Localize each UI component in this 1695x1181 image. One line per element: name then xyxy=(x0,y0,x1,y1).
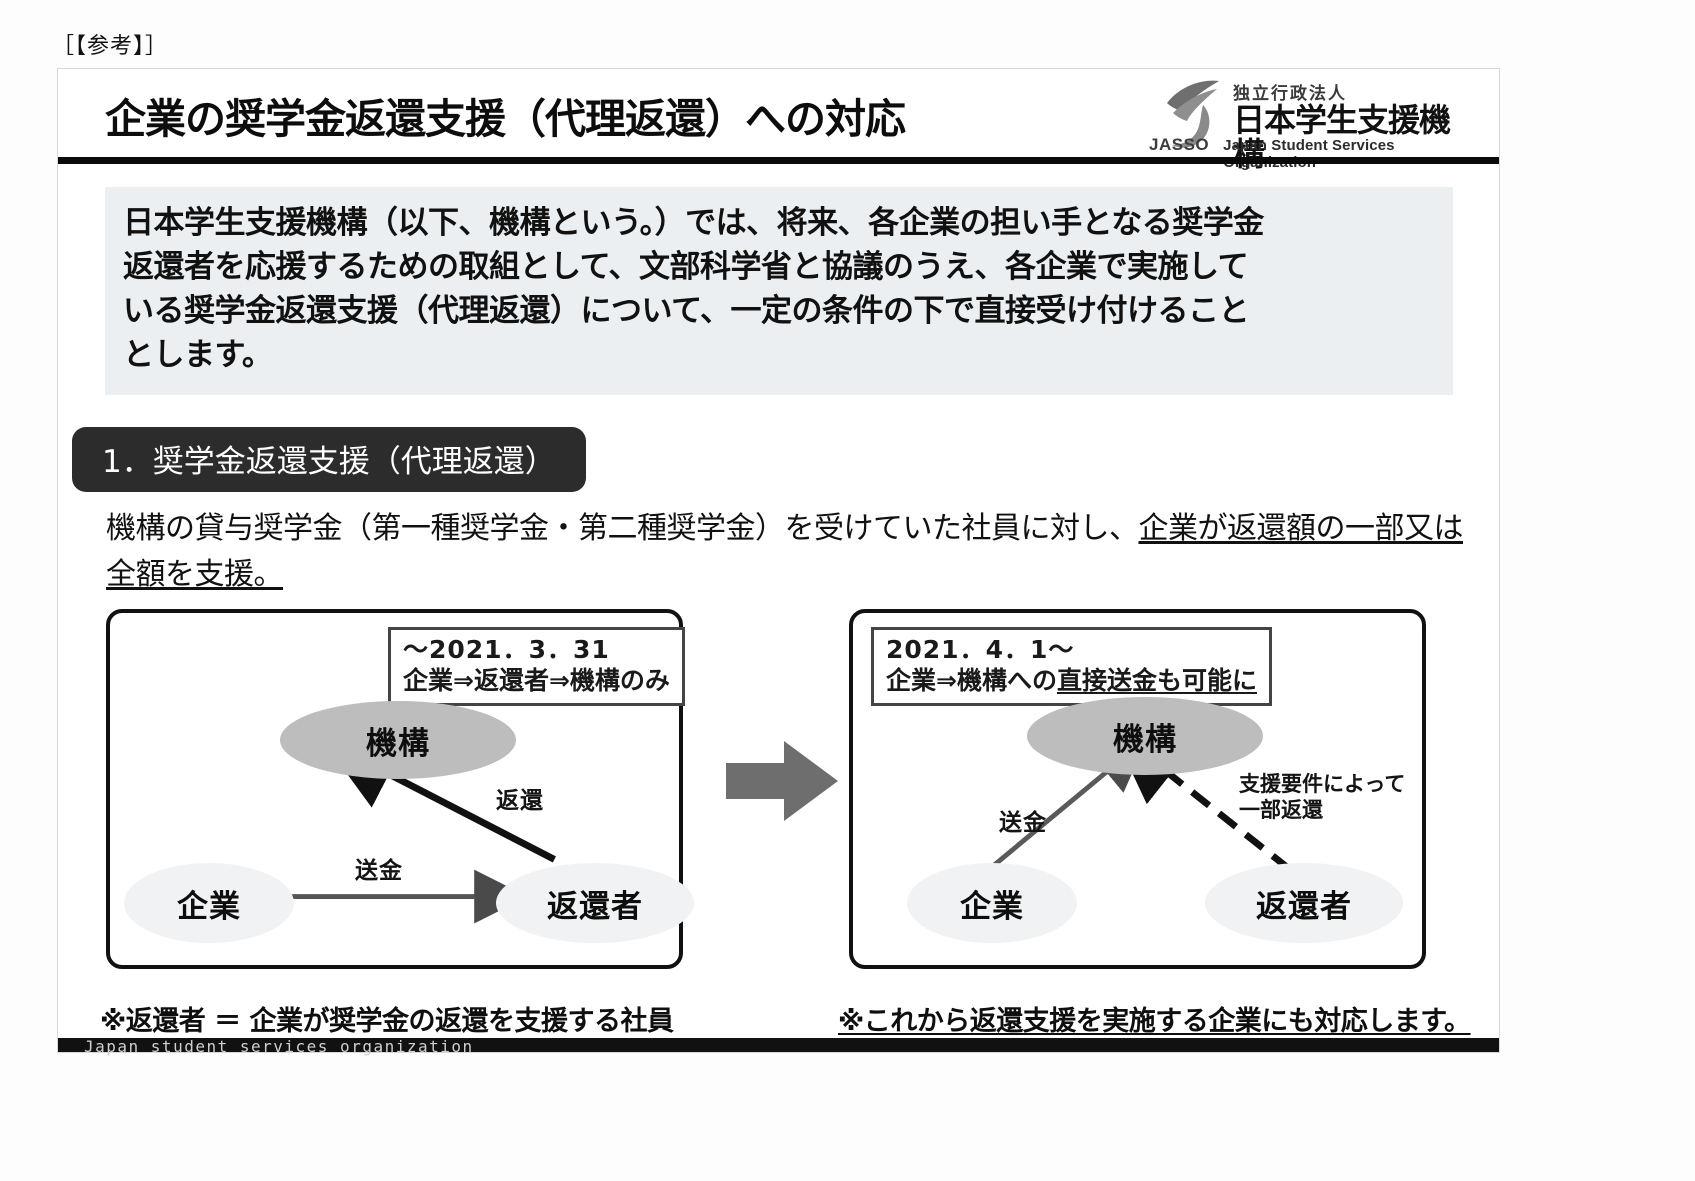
page-title: 企業の奨学金返還支援（代理返還）への対応 xyxy=(105,95,906,143)
note-support-condition: 支援要件によって 一部返還 xyxy=(1239,772,1406,823)
intro-text: 日本学生支援機構（以下、機構という。）では、将来、各企業の担い手となる奨学金 返… xyxy=(123,205,1264,374)
diagram-caption-before: ～2021．3．31 企業⇒返還者⇒機構のみ xyxy=(388,627,685,706)
footer-text: Japan student services organization xyxy=(84,1037,474,1056)
node-repayer-after: 返還者 xyxy=(1205,863,1403,943)
node-organization-label: 機構 xyxy=(366,725,430,762)
node-company-label: 企業 xyxy=(177,888,241,925)
header-divider xyxy=(58,157,1499,164)
diagram-area: ～2021．3．31 企業⇒返還者⇒機構のみ xyxy=(58,609,1499,1029)
node-company-label: 企業 xyxy=(960,888,1024,925)
logo-abbr: JASSO xyxy=(1149,135,1210,154)
slide-canvas: 企業の奨学金返還支援（代理返還）への対応 独立行政法人 日本学生支援機構 JAS… xyxy=(57,68,1500,1056)
footer-bar: Japan student services organization xyxy=(58,1037,1499,1056)
slide-header: 企業の奨学金返還支援（代理返還）への対応 独立行政法人 日本学生支援機構 JAS… xyxy=(58,69,1499,171)
section-header-label: 1．奨学金返還支援（代理返還） xyxy=(102,444,556,480)
node-organization-label: 機構 xyxy=(1113,721,1177,758)
reference-label: ［【参考】］ xyxy=(52,34,169,59)
intro-panel: 日本学生支援機構（以下、機構という。）では、将来、各企業の担い手となる奨学金 返… xyxy=(105,187,1453,396)
jasso-logo: 独立行政法人 日本学生支援機構 JASSO Japan Student Serv… xyxy=(1137,75,1477,171)
transition-arrow-icon xyxy=(726,737,838,825)
footnote-right: ※これから返還支援を実施する企業にも対応します。 xyxy=(838,1006,1471,1037)
logo-bottom-block: JASSO Japan Student Services Organizatio… xyxy=(1149,135,1477,171)
section-header-pill: 1．奨学金返還支援（代理返還） xyxy=(72,427,586,492)
body-text-plain: 機構の貸与奨学金（第一種奨学金・第二種奨学金）を受けていた社員に対し、 xyxy=(106,511,1139,546)
caption-flow-after: 企業⇒機構への直接送金も可能に xyxy=(886,666,1257,697)
footnote-left: ※返還者 ＝ 企業が奨学金の返還を支援する社員 xyxy=(100,1006,674,1037)
diagram-box-after: 2021．4．1～ 企業⇒機構への直接送金も可能に xyxy=(849,609,1426,969)
node-company-before: 企業 xyxy=(124,863,294,943)
caption-flow-after-plain: 企業⇒機構への xyxy=(886,665,1057,695)
logo-line1: 独立行政法人 xyxy=(1233,84,1347,104)
node-repayer-label: 返還者 xyxy=(1256,888,1352,925)
node-repayer-before: 返還者 xyxy=(496,863,694,943)
caption-date-after: 2021．4．1～ xyxy=(886,635,1075,664)
logo-text-block: 独立行政法人 日本学生支援機構 xyxy=(1233,79,1477,171)
logo-line2: 日本学生支援機構 xyxy=(1233,101,1451,173)
diagram-box-before: ～2021．3．31 企業⇒返還者⇒機構のみ xyxy=(106,609,694,969)
node-organization-before: 機構 xyxy=(280,701,516,779)
edge-label-return-before: 返還 xyxy=(496,788,544,814)
section-body-text: 機構の貸与奨学金（第一種奨学金・第二種奨学金）を受けていた社員に対し、企業が返還… xyxy=(106,506,1466,597)
node-company-after: 企業 xyxy=(907,863,1077,943)
edge-label-remit-after: 送金 xyxy=(999,810,1047,836)
jasso-flame-icon xyxy=(1159,79,1227,151)
caption-flow-before: 企業⇒返還者⇒機構のみ xyxy=(403,665,670,695)
body-text-underlined: 企業が返還額の一部又は全額を支援。 xyxy=(106,511,1464,592)
diagram-caption-after: 2021．4．1～ 企業⇒機構への直接送金も可能に xyxy=(871,627,1272,706)
edge-label-remit-before: 送金 xyxy=(355,858,403,884)
node-repayer-label: 返還者 xyxy=(547,888,643,925)
logo-english-name: Japan Student Services Organization xyxy=(1223,137,1395,171)
caption-date-before: ～2021．3．31 xyxy=(403,635,610,664)
node-organization-after: 機構 xyxy=(1027,697,1263,775)
caption-flow-after-underlined: 直接送金も可能に xyxy=(1056,665,1257,695)
